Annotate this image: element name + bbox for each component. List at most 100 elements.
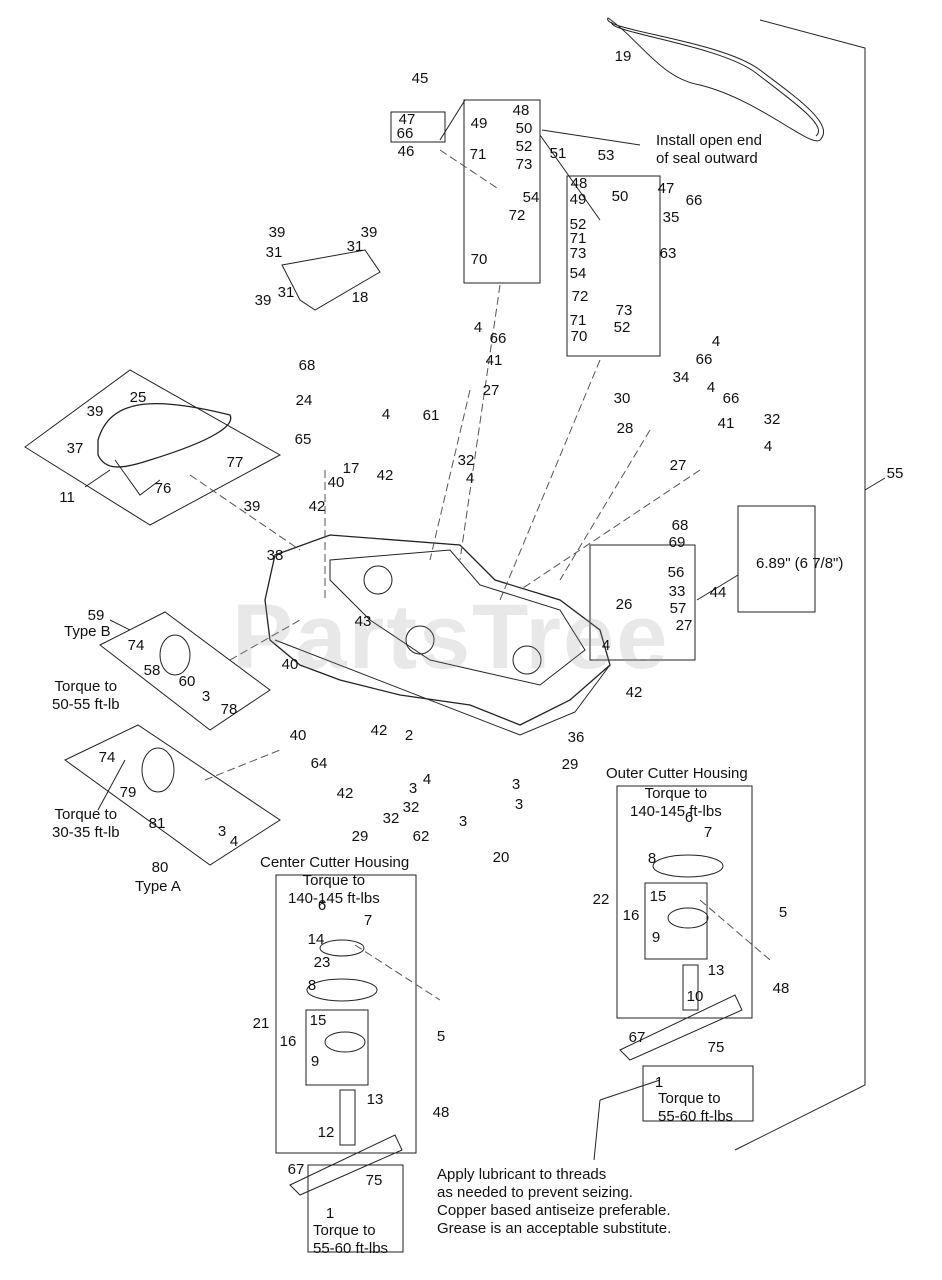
seal-note-line: Install open end (656, 132, 762, 149)
callout-number: 4 (381, 406, 391, 423)
callout-number: 44 (709, 584, 727, 601)
idler-box-right (566, 175, 661, 357)
type-a-label: Type A (135, 878, 181, 895)
callout-number: 16 (279, 1033, 297, 1050)
callout-number: 27 (669, 457, 687, 474)
callout-number: 19 (614, 48, 632, 65)
callout-number: 3 (217, 823, 227, 840)
callout-number: 5 (436, 1028, 446, 1045)
callout-number: 66 (489, 330, 507, 347)
callout-number: 25 (129, 389, 147, 406)
torque-a-note: Torque to 30-35 ft-lb (52, 806, 120, 842)
callout-number: 5 (778, 904, 788, 921)
callout-number: 45 (411, 70, 429, 87)
callout-number: 13 (366, 1091, 384, 1108)
callout-number: 17 (342, 460, 360, 477)
outer-housing-box (616, 785, 753, 1019)
callout-number: 15 (649, 888, 667, 905)
callout-number: 54 (569, 265, 587, 282)
callout-number: 57 (669, 600, 687, 617)
callout-number: 51 (549, 145, 567, 162)
seal-note-line: of seal outward (656, 150, 758, 167)
callout-number: 42 (308, 498, 326, 515)
callout-number: 35 (662, 209, 680, 226)
callout-number: 75 (707, 1039, 725, 1056)
callout-number: 4 (706, 379, 716, 396)
callout-number: 48 (512, 102, 530, 119)
idler-box-left (463, 99, 541, 284)
callout-number: 77 (226, 454, 244, 471)
callout-number: 1 (654, 1074, 664, 1091)
torque-b-note: Torque to 50-55 ft-lb (52, 678, 120, 714)
callout-number: 59 (87, 607, 105, 624)
callout-number: 67 (287, 1161, 305, 1178)
watermark: PartsTree (232, 586, 670, 688)
callout-number: 60 (178, 673, 196, 690)
cover-drawing (97, 402, 232, 468)
callout-number: 3 (201, 688, 211, 705)
torque-line: 55-60 ft-lbs (313, 1240, 389, 1257)
callout-number: 42 (625, 684, 643, 701)
callout-number: 42 (370, 722, 388, 739)
callout-number: 58 (143, 662, 161, 679)
callout-number: 68 (671, 517, 689, 534)
callout-number: 70 (570, 328, 588, 345)
callout-number: 50 (611, 188, 629, 205)
lubricant-line: Copper based antiseize preferable. (437, 1202, 671, 1219)
callout-number: 52 (515, 138, 533, 155)
callout-number: 73 (569, 245, 587, 262)
lubricant-line: Grease is an acceptable substitute. (437, 1220, 672, 1237)
dimension-label: 6.89" (6 7/8") (756, 555, 844, 572)
callout-number: 49 (470, 115, 488, 132)
callout-number: 42 (376, 467, 394, 484)
callout-number: 10 (686, 988, 704, 1005)
callout-number: 4 (711, 333, 721, 350)
callout-number: 38 (266, 547, 284, 564)
callout-number: 49 (569, 191, 587, 208)
callout-number: 42 (336, 785, 354, 802)
callout-number: 52 (613, 319, 631, 336)
callout-number: 8 (647, 850, 657, 867)
callout-number: 69 (668, 534, 686, 551)
callout-number: 34 (672, 369, 690, 386)
wheel-box-type-a (64, 724, 281, 866)
callout-number: 9 (651, 929, 661, 946)
mower-deck-drawing (264, 534, 611, 726)
callout-number: 4 (422, 771, 432, 788)
callout-number: 14 (307, 931, 325, 948)
center-torque-top-note: Torque to 140-145 ft-lbs (288, 872, 380, 908)
wheel-box-type-b (99, 611, 271, 731)
callout-number: 76 (154, 480, 172, 497)
callout-number: 33 (668, 583, 686, 600)
callout-number: 68 (298, 357, 316, 374)
center-torque-bottom-note: Torque to 55-60 ft-lbs (313, 1222, 388, 1258)
callout-number: 63 (659, 245, 677, 262)
callout-number: 4 (473, 319, 483, 336)
callout-number: 74 (127, 637, 145, 654)
callout-number: 66 (722, 390, 740, 407)
callout-number: 71 (469, 146, 487, 163)
callout-number: 29 (351, 828, 369, 845)
callout-number: 66 (396, 125, 414, 142)
callout-number: 64 (310, 755, 328, 772)
torque-line: 140-145 ft-lbs (288, 890, 380, 907)
callout-number: 24 (295, 392, 313, 409)
callout-number: 40 (281, 656, 299, 673)
callout-number: 6 (684, 809, 694, 826)
callout-number: 22 (592, 891, 610, 908)
callout-number: 12 (317, 1124, 335, 1141)
callout-number: 65 (294, 431, 312, 448)
callout-number: 6 (317, 897, 327, 914)
callout-number: 27 (675, 617, 693, 634)
callout-number: 39 (243, 498, 261, 515)
callout-number: 28 (616, 420, 634, 437)
callout-number: 78 (220, 701, 238, 718)
callout-number: 50 (515, 120, 533, 137)
callout-number: 71 (569, 230, 587, 247)
callout-number: 66 (695, 351, 713, 368)
callout-number: 23 (313, 954, 331, 971)
callout-number: 72 (508, 207, 526, 224)
callout-number: 56 (667, 564, 685, 581)
callout-number: 61 (422, 407, 440, 424)
callout-number: 31 (265, 244, 283, 261)
